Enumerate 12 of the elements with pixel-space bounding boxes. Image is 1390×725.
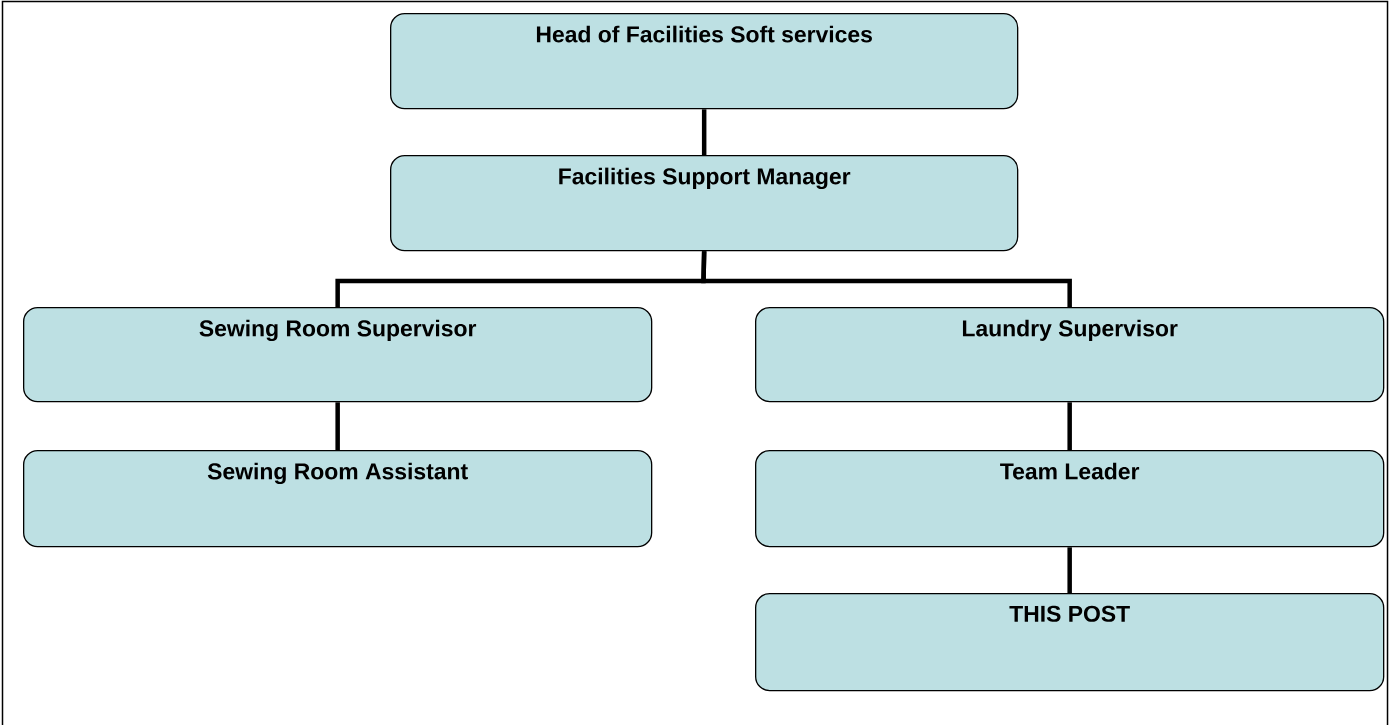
org-box: Head of Facilities Soft services (390, 13, 1019, 110)
org-box: Facilities Support Manager (390, 155, 1019, 252)
connector-line (701, 109, 707, 155)
connector-line (1067, 547, 1072, 593)
connector-line (335, 402, 340, 450)
org-box: Sewing Room Supervisor (23, 307, 653, 403)
connector-line (701, 251, 1072, 307)
connector-line (1067, 402, 1072, 450)
org-box: Sewing Room Assistant (23, 450, 653, 548)
org-box: Team Leader (755, 450, 1385, 548)
org-box: Laundry Supervisor (755, 307, 1385, 403)
org-box: THIS POST (755, 593, 1385, 692)
